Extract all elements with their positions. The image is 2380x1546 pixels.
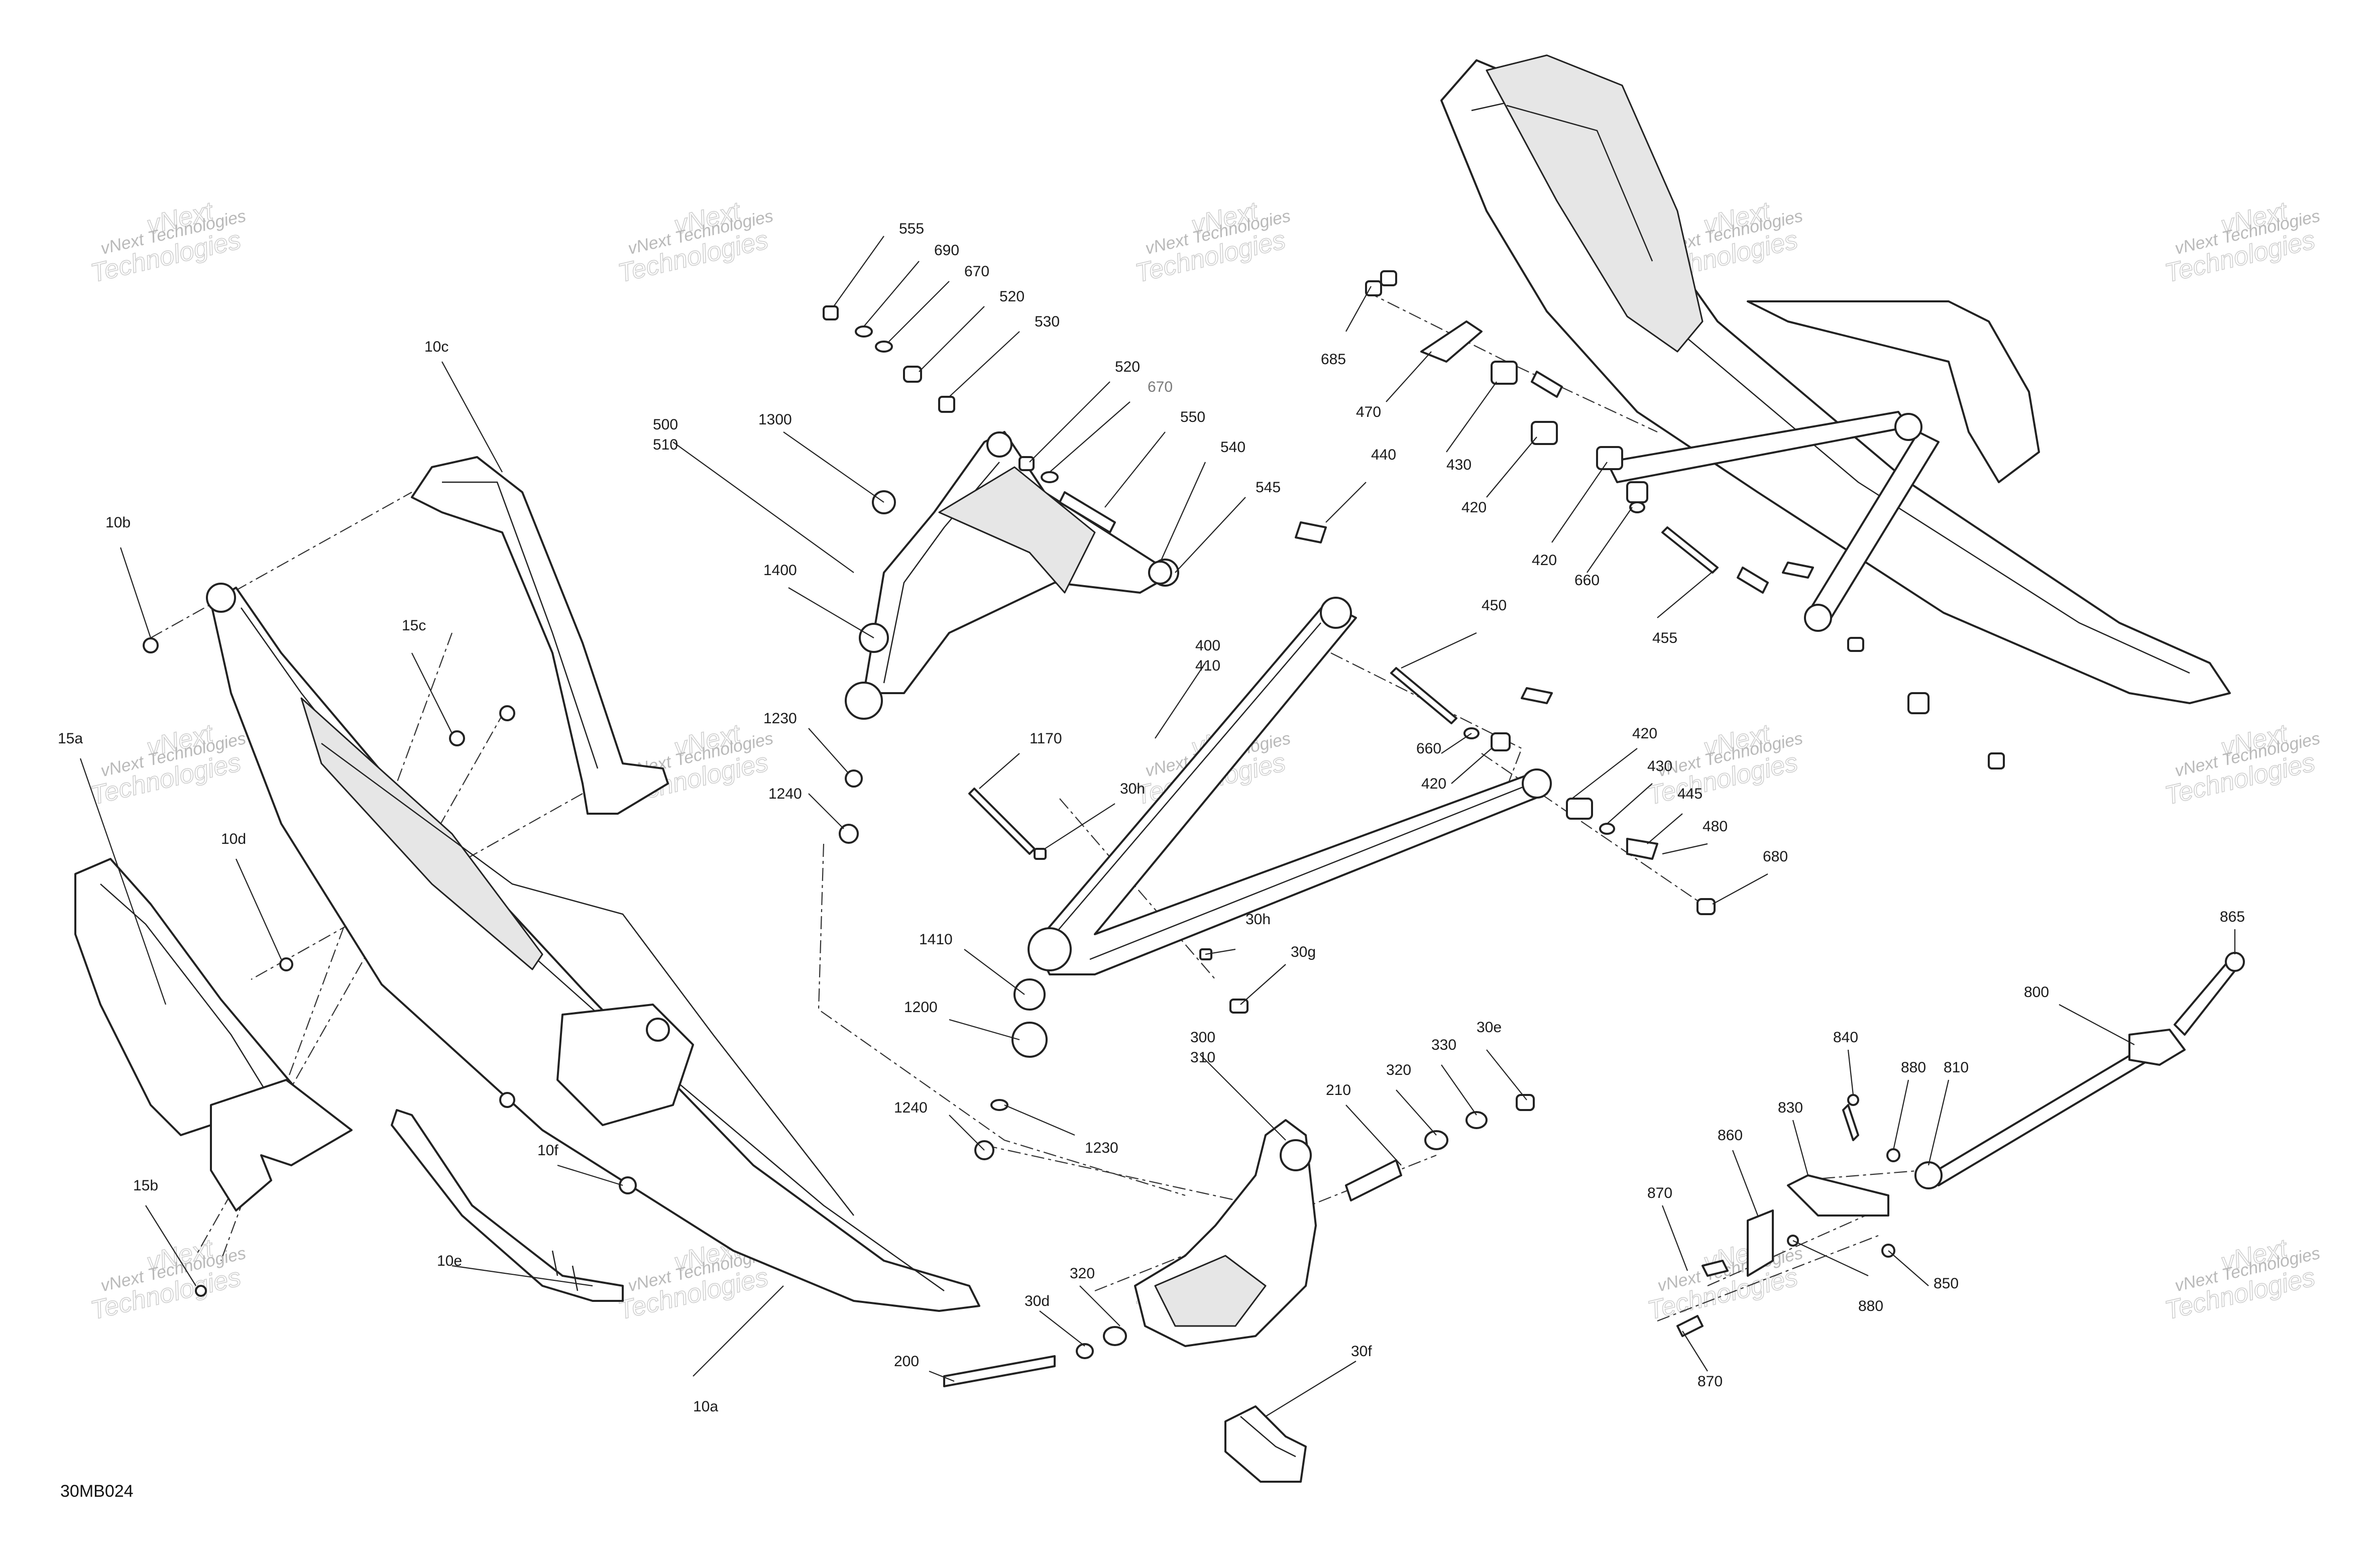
callout-550: 550	[1180, 409, 1205, 425]
callout-540: 540	[1220, 439, 1245, 456]
callout-10d: 10d	[221, 831, 246, 847]
callout-430b: 430	[1647, 758, 1672, 775]
callout-680: 680	[1763, 848, 1788, 865]
callout-30d: 30d	[1025, 1293, 1050, 1309]
callout-320b: 320	[1070, 1265, 1095, 1282]
callout-430a: 430	[1446, 457, 1471, 473]
callout-520b: 520	[1115, 359, 1140, 375]
hardware	[143, 270, 2005, 1387]
callout-880b: 880	[1858, 1298, 1883, 1314]
callout-10f: 10f	[537, 1142, 558, 1159]
callout-860: 860	[1718, 1127, 1743, 1144]
callout-1230b: 1230	[1085, 1140, 1118, 1156]
callout-1200: 1200	[904, 999, 938, 1016]
callout-840: 840	[1833, 1029, 1858, 1046]
callout-410: 410	[1195, 657, 1220, 674]
callout-420b: 420	[1532, 552, 1557, 569]
callout-800: 800	[2024, 984, 2049, 1001]
callout-1230a: 1230	[763, 710, 797, 727]
callout-30h_a: 30h	[1120, 781, 1145, 797]
callout-510: 510	[653, 436, 678, 453]
callout-660a: 660	[1574, 572, 1600, 589]
skid-plate-15a	[74, 858, 353, 1211]
callout-1300: 1300	[758, 411, 792, 428]
callout-200: 200	[894, 1353, 919, 1370]
callout-1240b: 1240	[894, 1099, 928, 1116]
callout-500: 500	[653, 416, 678, 433]
callout-850: 850	[1934, 1275, 1959, 1292]
callout-440: 440	[1371, 447, 1396, 463]
callout-30g: 30g	[1291, 944, 1316, 960]
upper-a-arm-500	[845, 431, 1179, 720]
callout-310: 310	[1190, 1049, 1215, 1066]
ski-assembly-right	[1440, 54, 2231, 704]
callout-870b: 870	[1697, 1373, 1723, 1390]
callout-30f: 30f	[1351, 1343, 1372, 1360]
callout-10b: 10b	[105, 514, 131, 531]
callout-670a: 670	[964, 263, 989, 280]
callout-520a: 520	[999, 288, 1025, 305]
callout-420c: 420	[1421, 776, 1446, 792]
callout-30h_b: 30h	[1245, 911, 1271, 928]
callout-455: 455	[1652, 630, 1677, 646]
callout-1400: 1400	[763, 562, 797, 579]
callout-545: 545	[1256, 479, 1281, 496]
callout-1410: 1410	[919, 931, 953, 948]
callout-1240a: 1240	[768, 786, 802, 802]
callout-15c: 15c	[402, 617, 426, 634]
callout-1170: 1170	[1030, 730, 1062, 747]
callout-810: 810	[1944, 1059, 1969, 1076]
callout-10e: 10e	[437, 1253, 462, 1269]
callout-530: 530	[1035, 313, 1060, 330]
bracket-830	[1747, 1174, 1889, 1277]
callout-420a: 420	[1461, 499, 1487, 516]
leader-lines	[79, 236, 2236, 1417]
callout-30e: 30e	[1477, 1019, 1502, 1036]
callout-480: 480	[1703, 818, 1728, 835]
cover-30f	[1224, 1405, 1307, 1483]
callout-870a: 870	[1647, 1185, 1672, 1201]
callout-15a: 15a	[58, 730, 83, 747]
diagram-reference-code: 30MB024	[60, 1482, 134, 1501]
callout-865: 865	[2220, 909, 2245, 925]
callout-830: 830	[1778, 1099, 1803, 1116]
callout-555: 555	[899, 220, 924, 237]
callout-445: 445	[1677, 786, 1703, 802]
runner-10e	[391, 1109, 624, 1302]
callout-10c: 10c	[424, 339, 448, 355]
callout-400: 400	[1195, 637, 1220, 654]
handle-10c	[411, 456, 669, 815]
callout-690: 690	[934, 242, 959, 259]
callout-300: 300	[1190, 1029, 1215, 1046]
callout-880a: 880	[1901, 1059, 1926, 1076]
ski-assembly-left-10a	[206, 583, 980, 1312]
callout-450: 450	[1482, 597, 1507, 614]
callout-660b: 660	[1416, 740, 1441, 757]
callout-420d: 420	[1632, 725, 1657, 742]
callout-10a: 10a	[693, 1398, 718, 1415]
callout-670b: 670	[1148, 379, 1173, 395]
callout-685: 685	[1321, 351, 1346, 368]
spindle-300	[1134, 1119, 1317, 1347]
callout-labels: 555 690 670 520 530 520 670 550 540 545 1300 500 510…	[58, 220, 2245, 1415]
callout-210: 210	[1326, 1082, 1351, 1098]
callout-330: 330	[1431, 1037, 1456, 1053]
callout-15b: 15b	[133, 1177, 158, 1194]
callout-470: 470	[1356, 404, 1381, 420]
lower-a-arm-400	[1028, 597, 1552, 975]
callout-320a: 320	[1386, 1062, 1411, 1078]
